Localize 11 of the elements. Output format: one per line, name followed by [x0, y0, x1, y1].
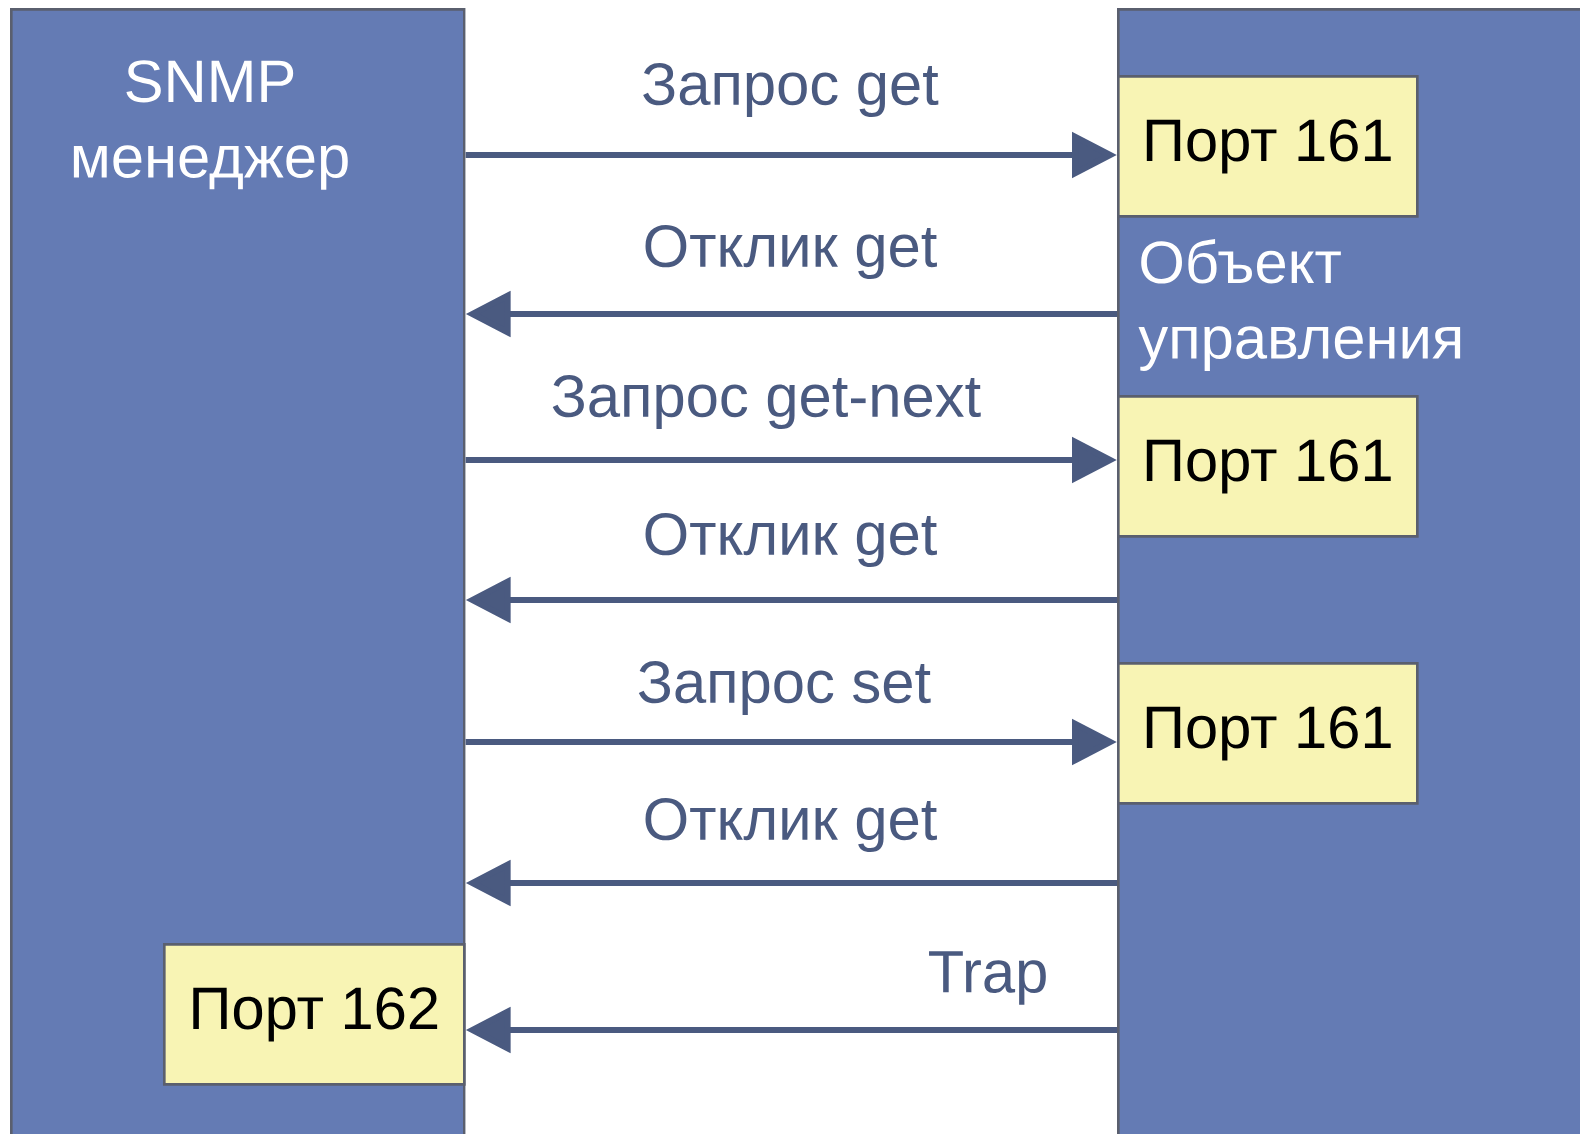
edge-label: Отклик get	[645, 224, 937, 280]
edge-label: Отклик get	[645, 512, 937, 568]
edge-label: Запрос set	[638, 660, 931, 716]
port-box: Порт 162	[163, 943, 466, 1086]
edge-label: Trap	[929, 951, 1046, 1005]
edge-label: Отклик get	[645, 797, 937, 853]
port-box: Порт 161	[1117, 75, 1419, 218]
edge-label: Запрос get	[643, 62, 939, 118]
port-box: Порт 161	[1117, 662, 1419, 805]
edge-label: Запрос get-next	[552, 374, 981, 430]
port-box: Порт 161	[1117, 395, 1419, 538]
